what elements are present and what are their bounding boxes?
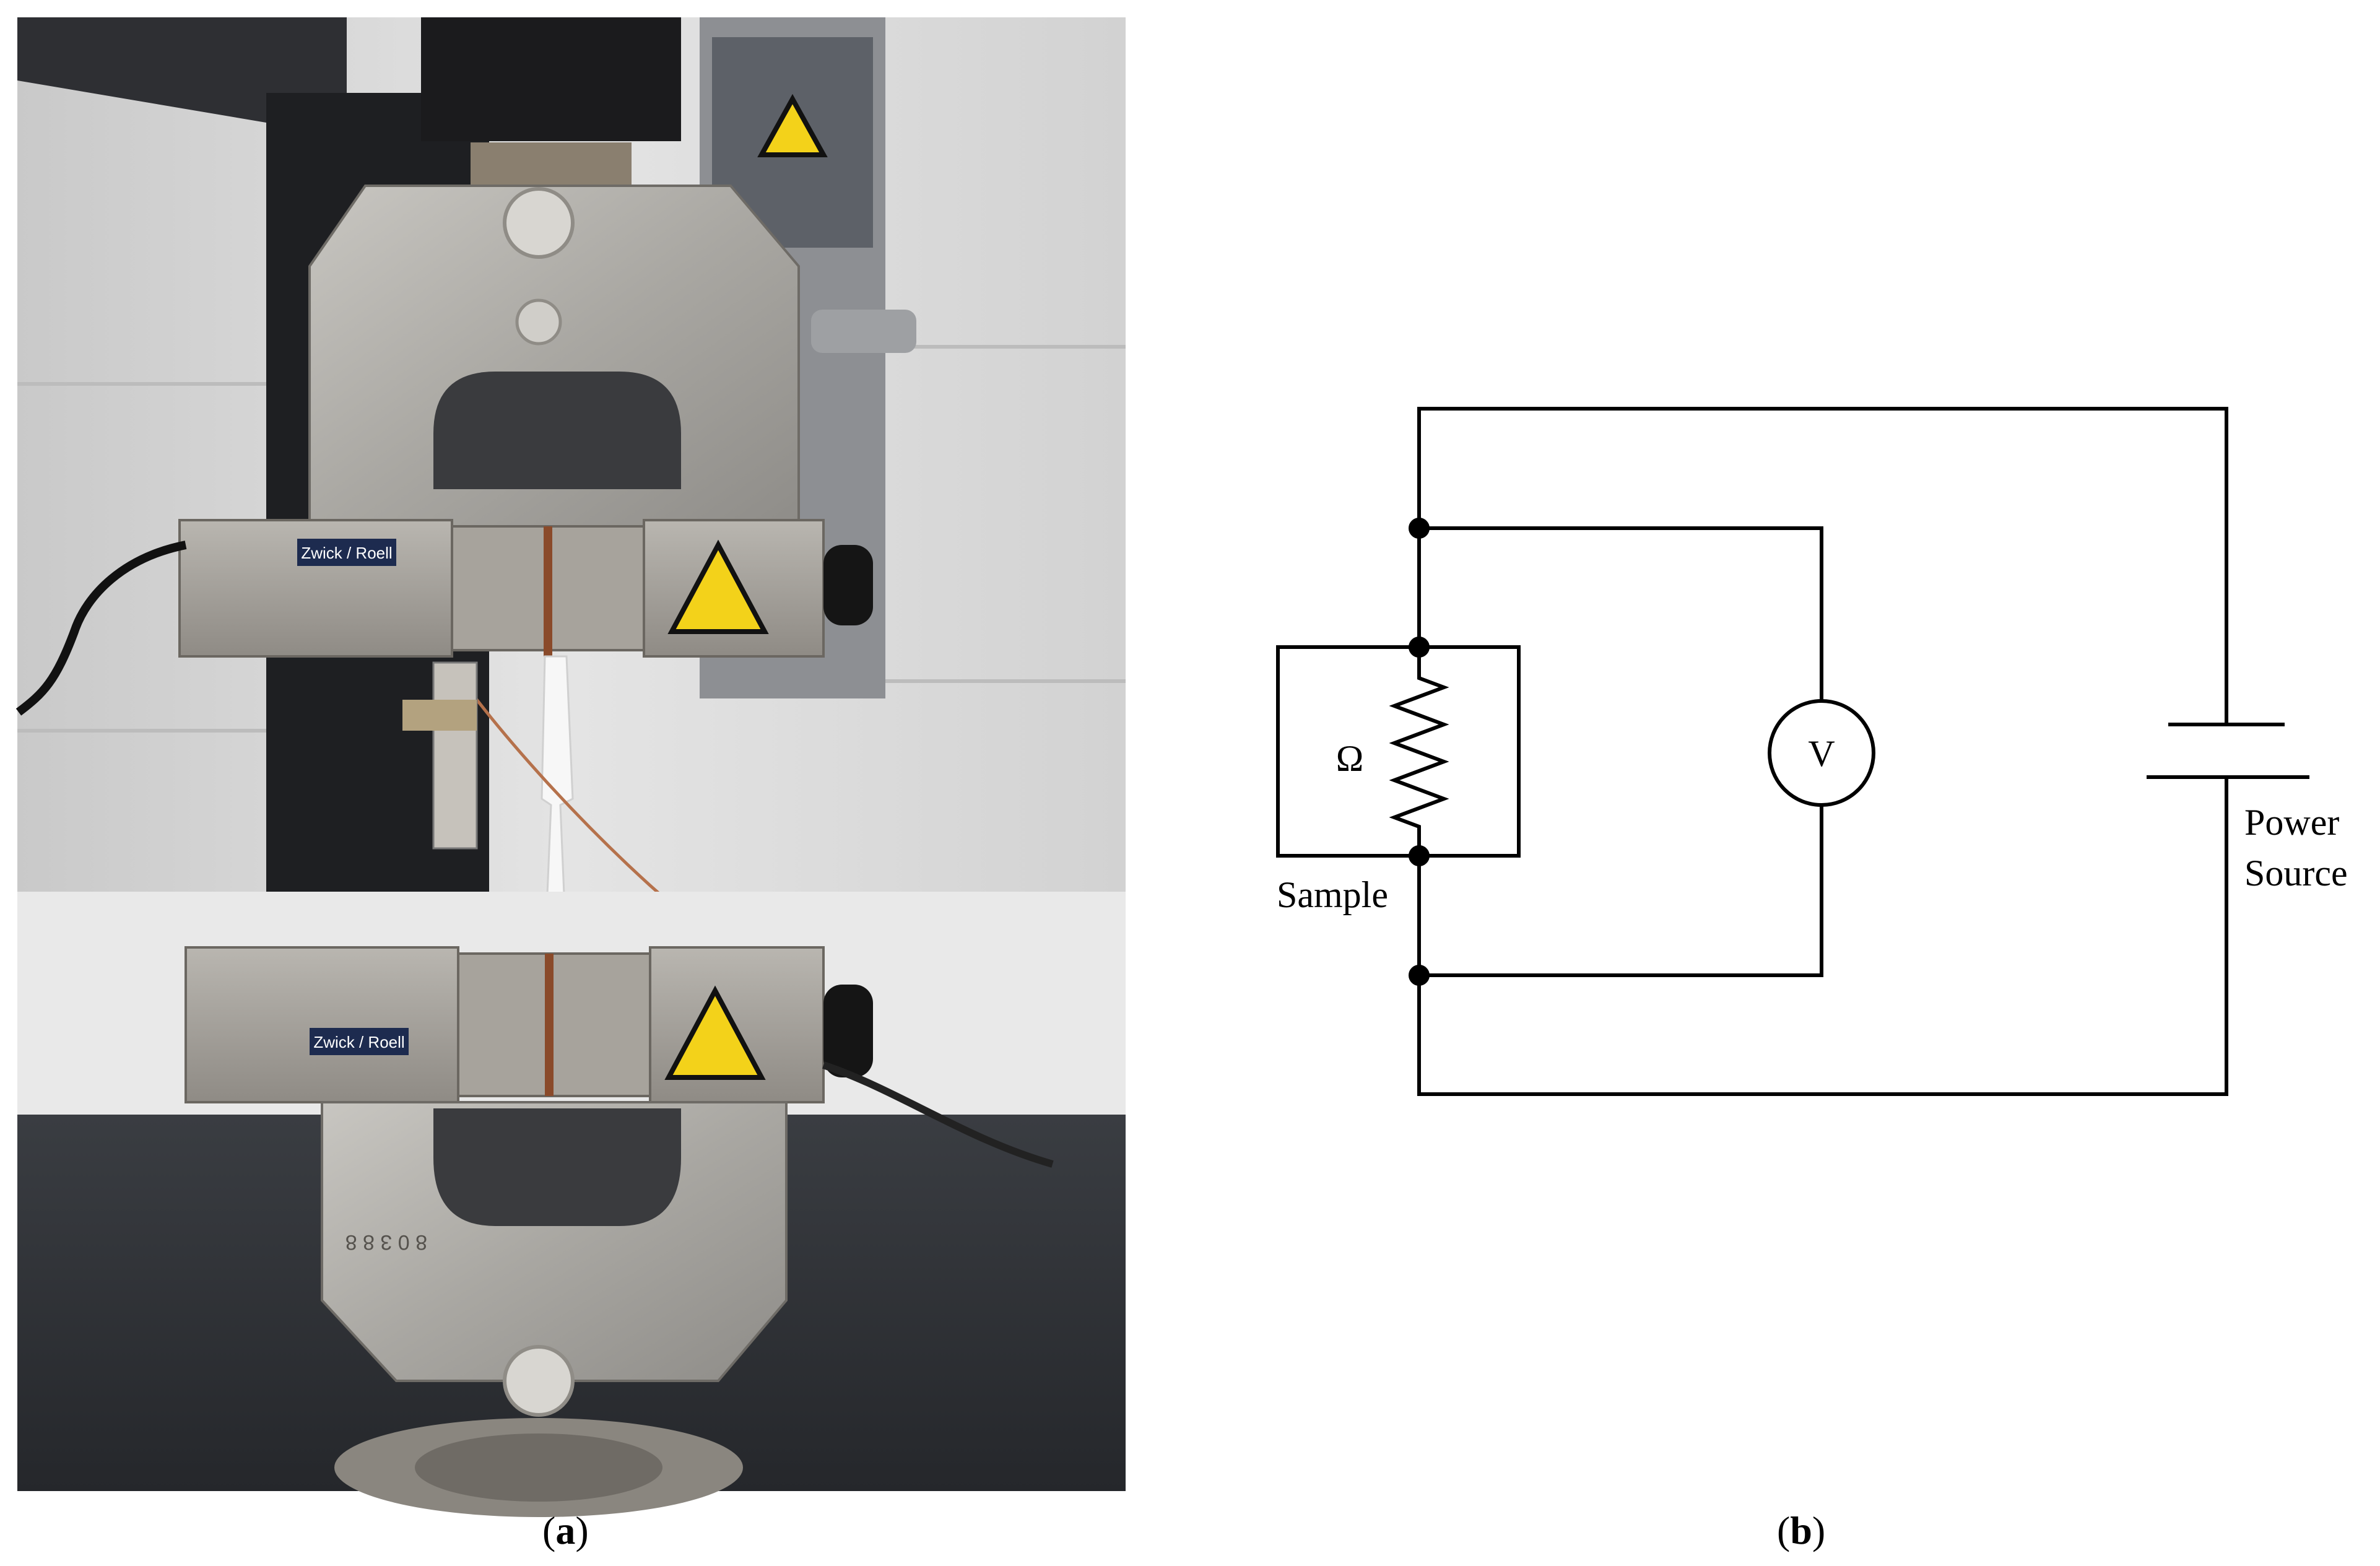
lower-jaw-center (457, 952, 651, 1097)
sample-box (1276, 645, 1521, 858)
warning-sign-icon (757, 94, 828, 157)
lower-jaw-left-block (185, 946, 459, 1103)
upper-brand-plate (297, 539, 396, 566)
caption-letter: a (555, 1508, 576, 1552)
cable-right (822, 1061, 1054, 1168)
lower-hand-warning-icon (664, 985, 766, 1080)
lower-bolt-knob (503, 1345, 575, 1417)
lower-brand-text: Zwick / Roell (313, 1033, 404, 1051)
bracket-clip (402, 700, 477, 731)
upper-copper-strip (544, 526, 552, 656)
lower-knob (823, 985, 873, 1077)
voltmeter-bottom-wire (1417, 804, 1823, 977)
upper-knurled-ring (471, 142, 632, 192)
cable (15, 541, 187, 716)
panel-a-caption: (a) (542, 1511, 589, 1551)
voltmeter-top-wire (1417, 526, 1823, 702)
ohm-symbol: Ω (1336, 738, 1364, 779)
lower-brand-plate (310, 1028, 409, 1055)
lower-grip-stamp: 8 0 3 8 8 (345, 1230, 427, 1254)
upper-grip-top-cylinder (421, 17, 681, 141)
junction-dot (1409, 845, 1430, 866)
caption-open-paren: ( (1777, 1508, 1791, 1552)
voltmeter-label: V (1808, 733, 1835, 774)
air-fitting (811, 310, 916, 353)
circuit-diagram (1276, 407, 2309, 1096)
power-loop-top-wire (1417, 407, 2228, 726)
upper-grip-opening (433, 372, 681, 489)
upper-brand-text: Zwick / Roell (301, 544, 392, 562)
power-label-line1: Power (2244, 802, 2339, 843)
upper-hand-warning-icon (667, 539, 769, 634)
resistor-icon (1389, 645, 1449, 858)
sample-label: Sample (1277, 874, 1388, 915)
power-label-line2: Source (2244, 853, 2348, 894)
caption-close-paren: ) (575, 1508, 589, 1552)
lower-copper-strip (545, 954, 554, 1096)
lower-grip-opening (433, 1108, 681, 1226)
voltmeter-icon (1768, 699, 1875, 807)
tensile-test-photo: Zwick / Roell Zwick / Roell 8 0 3 8 8 (15, 17, 1126, 1517)
dark-frame-corner (17, 17, 347, 136)
power-loop-bottom-wire (1417, 775, 2228, 1096)
upper-bolt-knob (503, 187, 575, 259)
caption-close-paren: ) (1812, 1508, 1826, 1552)
junction-dot (1409, 637, 1430, 658)
junction-dot (1409, 965, 1430, 986)
caption-letter: b (1790, 1508, 1812, 1552)
panel-b-caption: (b) (1777, 1511, 1825, 1551)
caption-open-paren: ( (542, 1508, 556, 1552)
upper-knob (823, 545, 873, 625)
lower-mount-inner (415, 1433, 662, 1502)
side-bracket (432, 661, 478, 850)
upper-small-knob (515, 298, 562, 346)
junction-dot (1409, 518, 1430, 539)
